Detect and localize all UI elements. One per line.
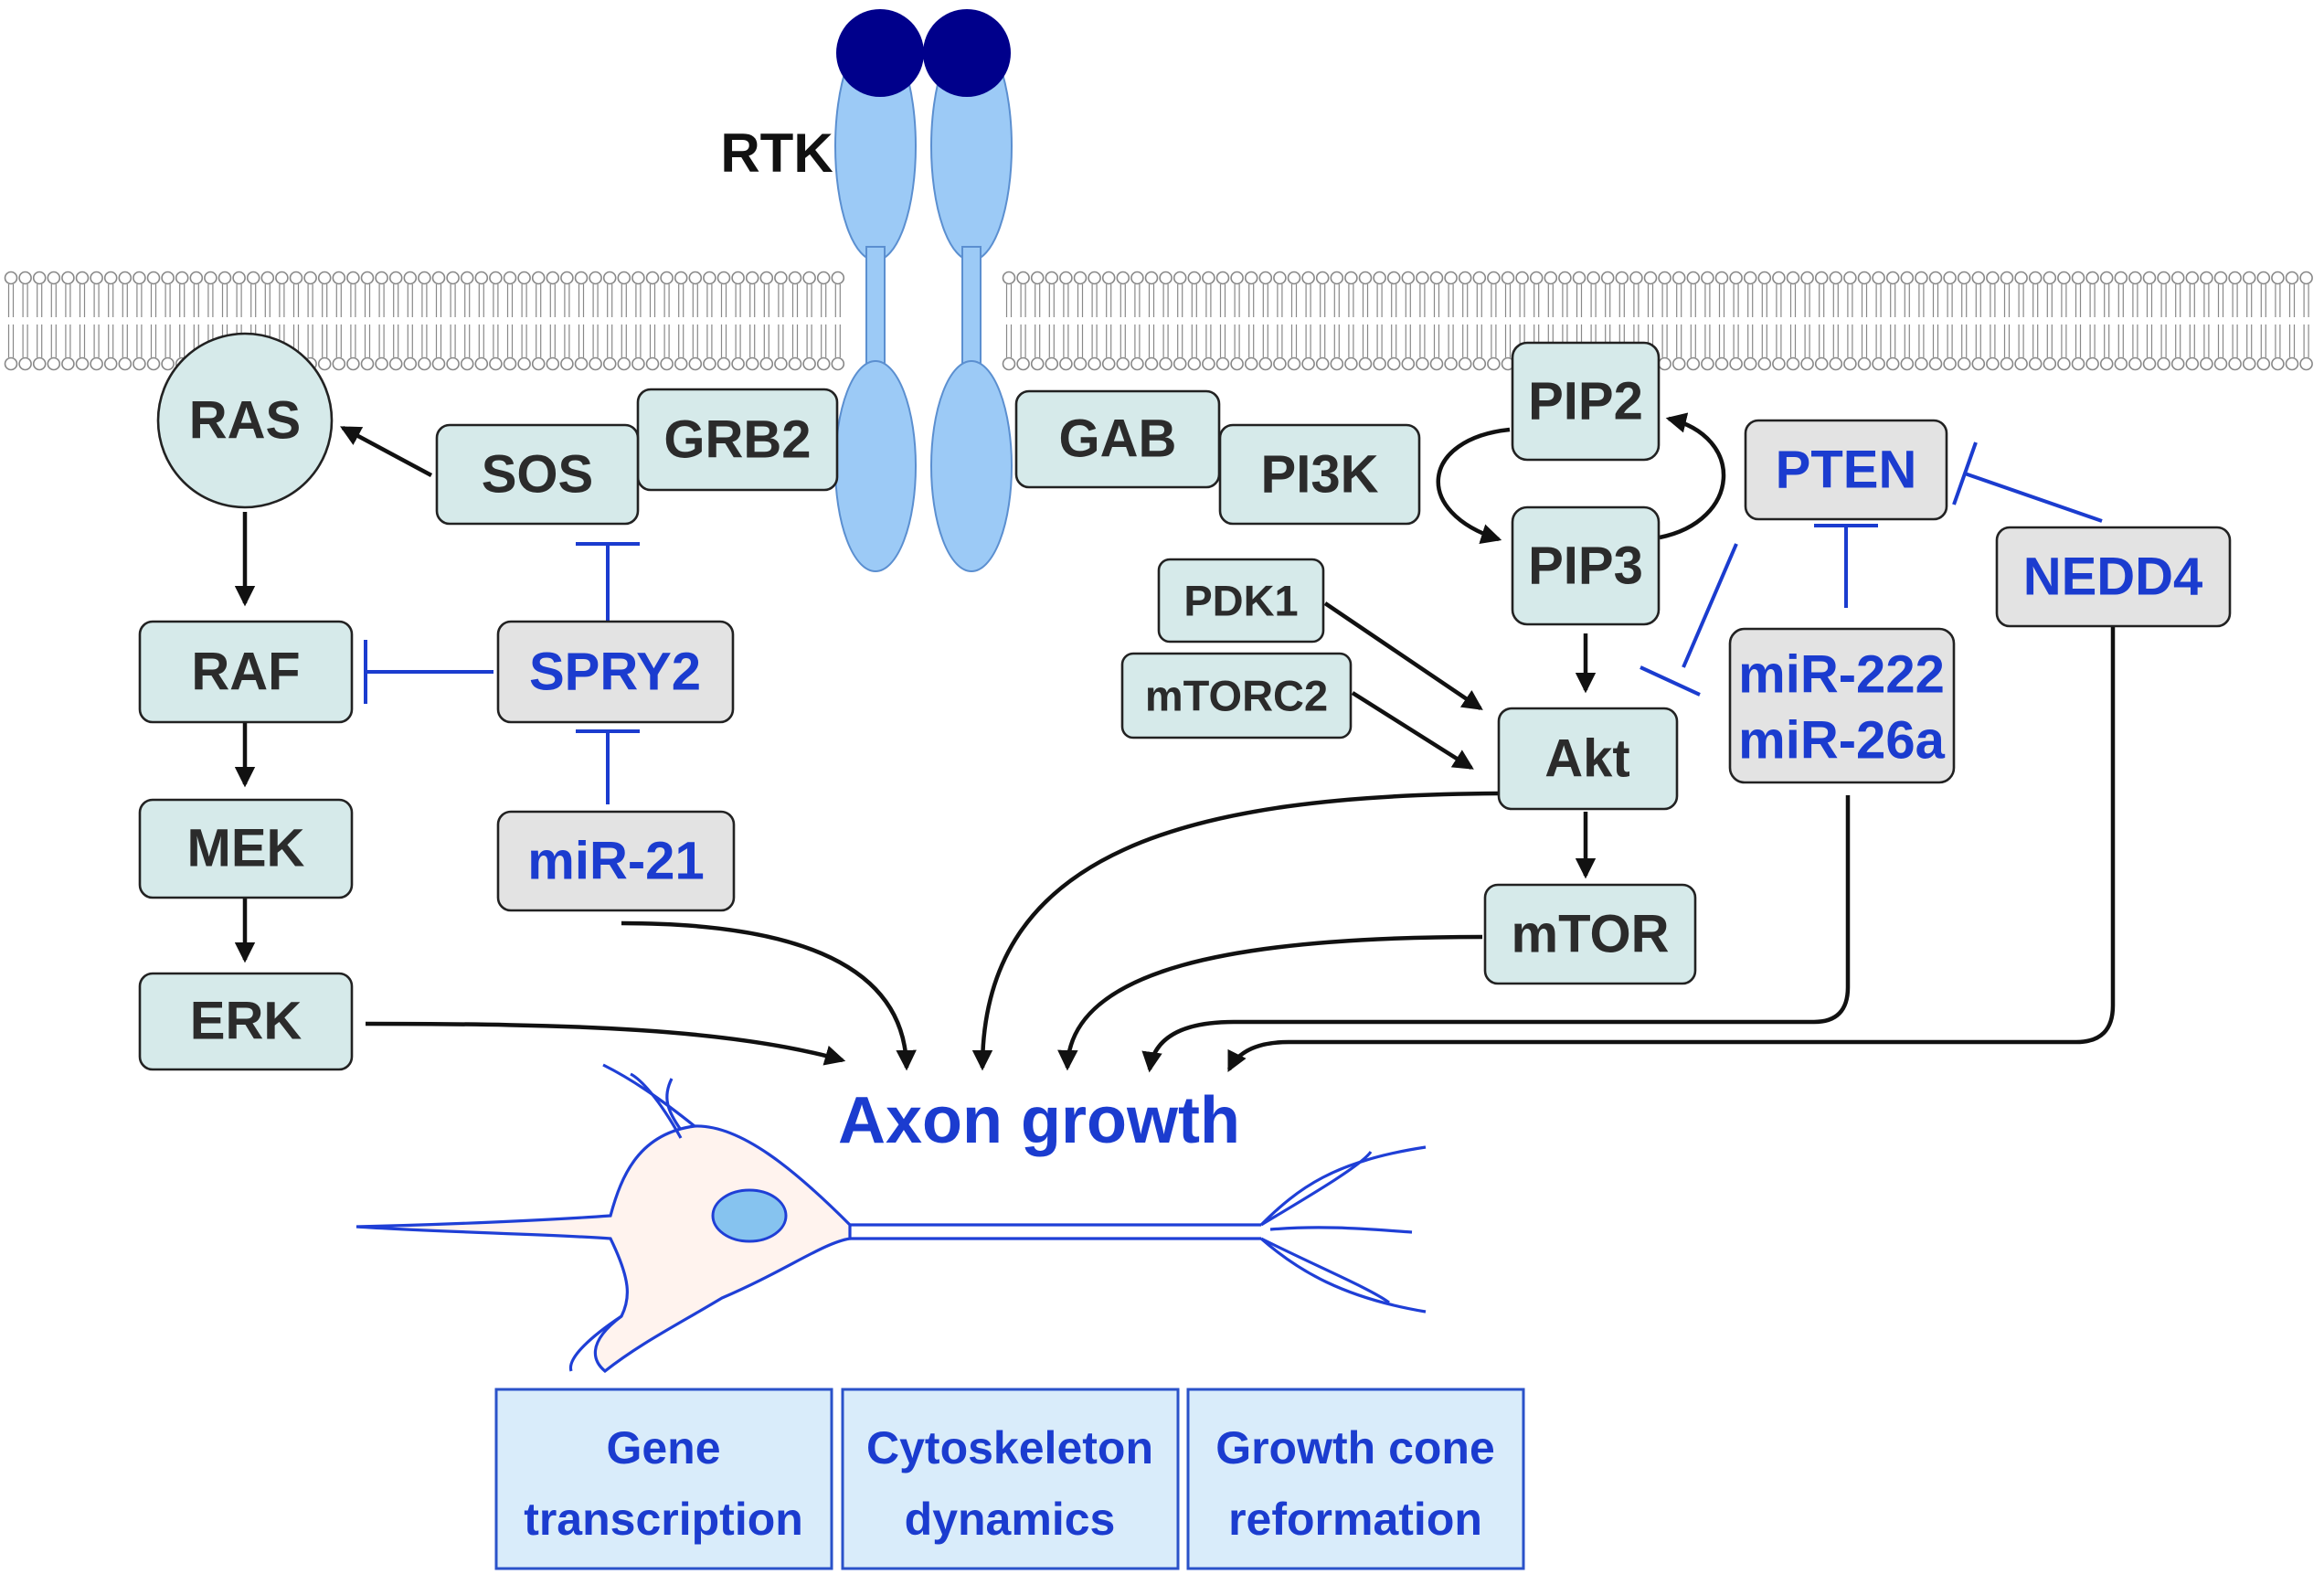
raf-node bbox=[138, 620, 354, 724]
output-growth-line2: reformation bbox=[1228, 1494, 1482, 1545]
pi3k-node bbox=[1218, 423, 1421, 526]
neuron-icon bbox=[355, 1063, 1427, 1374]
mtor-label: mTOR bbox=[1512, 905, 1670, 964]
arrow-mtor-axon bbox=[1057, 934, 1483, 1071]
rtk-label: RTK bbox=[720, 122, 833, 184]
pi3k-label: PI3K bbox=[1261, 445, 1379, 505]
ras-label: RAS bbox=[189, 391, 301, 451]
output-gene-line1: Gene bbox=[606, 1422, 720, 1473]
ras-node bbox=[156, 332, 334, 509]
output-box-cytoskeleton-dynamics bbox=[841, 1388, 1180, 1570]
arrow-mir21-axon bbox=[621, 920, 917, 1071]
pip3-node bbox=[1511, 505, 1661, 626]
mtor-node bbox=[1483, 883, 1697, 985]
nedd4-label: NEDD4 bbox=[2023, 548, 2203, 607]
output-gene-line2: transcription bbox=[524, 1494, 803, 1545]
mtorc2-label: mTORC2 bbox=[1145, 672, 1328, 720]
arrow-erk-axon bbox=[365, 1021, 846, 1066]
mek-label: MEK bbox=[187, 819, 305, 878]
mek-node bbox=[138, 798, 354, 899]
output-cyto-line2: dynamics bbox=[905, 1494, 1116, 1545]
output-boxes: Gene transcription Cytoskeleton dynamics… bbox=[494, 1388, 1525, 1570]
receptor-dimer-icon bbox=[834, 9, 1013, 572]
spry2-node bbox=[496, 620, 735, 724]
pip2-node bbox=[1511, 341, 1661, 462]
activation-arrows bbox=[234, 412, 2116, 1073]
gab-label: GAB bbox=[1059, 410, 1177, 469]
output-box-gene-transcription bbox=[494, 1388, 833, 1570]
arrow-pip3-pip2 bbox=[1659, 412, 1726, 540]
grb2-label: GRB2 bbox=[663, 410, 811, 470]
pip3-label: PIP3 bbox=[1528, 537, 1643, 596]
lipid-bilayer-icon bbox=[4, 271, 2313, 371]
nedd4-node bbox=[1995, 526, 2232, 628]
mtorc2-node bbox=[1120, 652, 1353, 739]
erk-label: ERK bbox=[190, 992, 302, 1051]
pten-label: PTEN bbox=[1776, 441, 1917, 500]
pdk1-node bbox=[1157, 558, 1325, 644]
arrow-nedd4-axon bbox=[1226, 626, 2116, 1073]
erk-node bbox=[138, 972, 354, 1071]
arrow-mir222-axon bbox=[1141, 795, 1851, 1073]
mir21-label: miR-21 bbox=[527, 832, 704, 891]
arrow-mtorc2-akt bbox=[1351, 691, 1474, 770]
axon-growth-label: Axon growth bbox=[838, 1084, 1240, 1157]
arrow-pdk1-akt bbox=[1323, 601, 1483, 710]
pip2-label: PIP2 bbox=[1528, 372, 1643, 431]
sos-label: SOS bbox=[482, 445, 594, 505]
akt-node bbox=[1497, 707, 1679, 811]
inhibition-lines bbox=[364, 441, 2103, 804]
arrow-akt-axon bbox=[971, 791, 1500, 1071]
raf-label: RAF bbox=[191, 643, 300, 702]
mir26a-label: miR-26a bbox=[1738, 711, 1945, 771]
output-cyto-line1: Cytoskeleton bbox=[866, 1422, 1153, 1473]
mir21-node bbox=[496, 810, 736, 912]
sos-node bbox=[435, 423, 640, 526]
mir222-label: miR-222 bbox=[1738, 645, 1945, 705]
pten-node bbox=[1744, 419, 1948, 521]
nucleus-icon bbox=[711, 1188, 788, 1243]
output-box-growth-cone-reformation bbox=[1186, 1388, 1525, 1570]
arrow-pip2-pip3 bbox=[1436, 427, 1511, 544]
mir222-mir26a-node bbox=[1728, 627, 1956, 784]
arrow-sos-ras bbox=[340, 426, 433, 477]
spry2-label: SPRY2 bbox=[529, 643, 701, 702]
pdk1-label: PDK1 bbox=[1183, 577, 1298, 625]
akt-label: Akt bbox=[1544, 729, 1629, 789]
output-growth-line1: Growth cone bbox=[1215, 1422, 1495, 1473]
